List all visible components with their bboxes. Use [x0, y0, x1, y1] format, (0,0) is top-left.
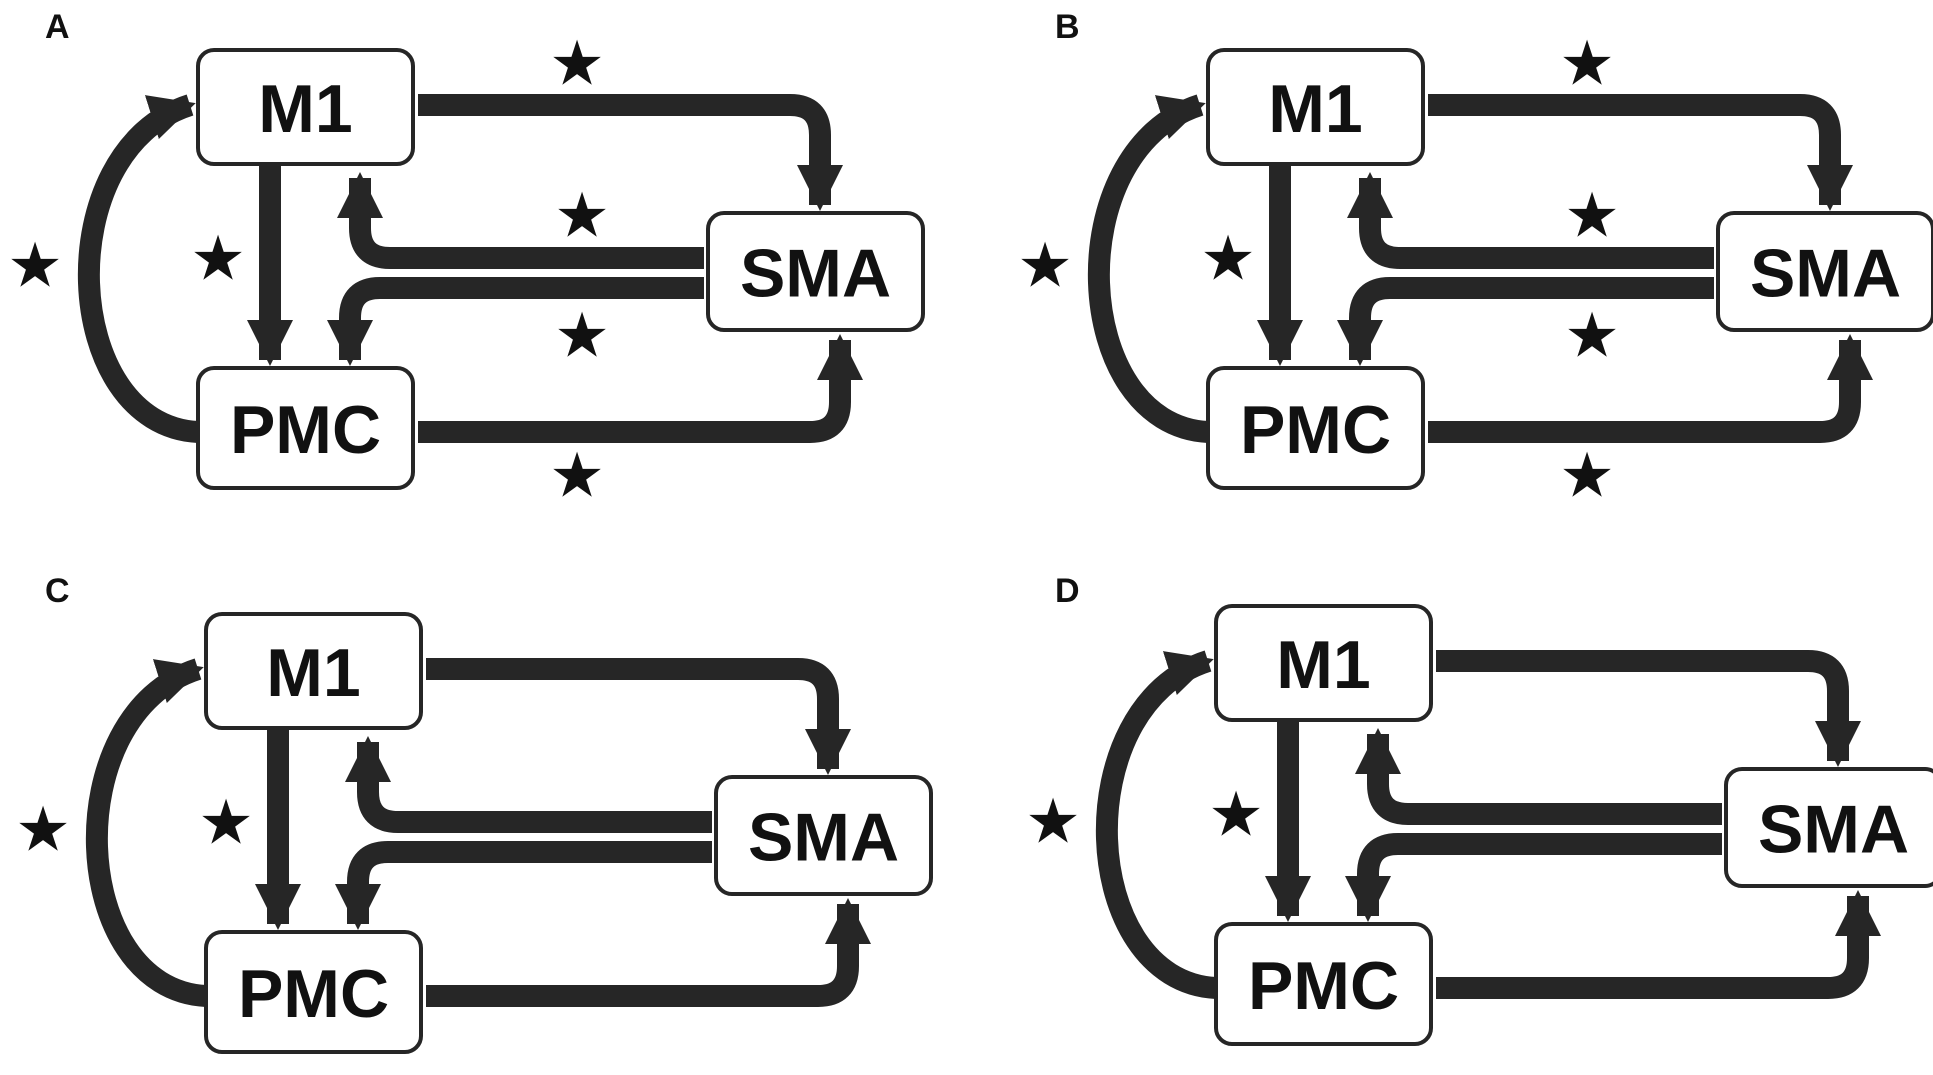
node-sma-label: SMA [748, 800, 899, 876]
arrow-m1-to-sma [426, 658, 851, 775]
significance-star-m1-to-sma: ★ [549, 27, 605, 100]
arrow-sma-to-pmc [327, 277, 704, 366]
significance-star-m1-to-pmc: ★ [1208, 778, 1264, 851]
node-m1: M1 [204, 612, 423, 730]
arrow-sma-to-pmc [335, 841, 712, 930]
significance-star-m1-to-pmc: ★ [198, 786, 254, 859]
node-sma: SMA [714, 775, 933, 896]
node-m1-label: M1 [266, 635, 360, 711]
node-pmc: PMC [1206, 366, 1425, 490]
significance-star-sma-to-m1: ★ [554, 179, 610, 252]
arrow-pmc-to-m1 [1088, 94, 1210, 443]
significance-star-sma-to-m1: ★ [1564, 179, 1620, 252]
arrow-sma-to-pmc [1345, 833, 1722, 922]
node-sma-box [714, 775, 933, 896]
node-pmc: PMC [204, 930, 423, 1054]
node-m1-label: M1 [1276, 627, 1370, 703]
significance-star-sma-to-pmc: ★ [554, 299, 610, 372]
significance-star-pmc-to-m1: ★ [1025, 785, 1081, 858]
arrow-sma-to-m1 [345, 736, 712, 833]
arrow-m1-to-sma [418, 94, 843, 211]
node-sma: SMA [1716, 211, 1933, 332]
node-pmc-label: PMC [230, 392, 381, 468]
node-sma-box [706, 211, 925, 332]
node-m1-box [1214, 604, 1433, 722]
significance-star-m1-to-sma: ★ [1559, 27, 1615, 100]
node-sma-label: SMA [740, 236, 891, 312]
node-sma-label: SMA [1758, 792, 1909, 868]
significance-star-pmc-to-sma: ★ [1559, 439, 1615, 512]
significance-star-m1-to-pmc: ★ [190, 222, 246, 295]
node-m1-box [204, 612, 423, 730]
significance-star-pmc-to-m1: ★ [15, 793, 71, 866]
panel-label: D [1055, 572, 1080, 610]
significance-star-pmc-to-m1: ★ [1017, 229, 1073, 302]
node-pmc-box [196, 366, 415, 490]
node-m1-box [1206, 48, 1425, 166]
node-pmc-box [1206, 366, 1425, 490]
arrow-pmc-to-sma [1436, 890, 1881, 999]
arrow-sma-to-m1 [337, 172, 704, 269]
arrow-pmc-to-sma [418, 334, 863, 443]
node-m1-label: M1 [1268, 71, 1362, 147]
arrow-sma-to-pmc [1337, 277, 1714, 366]
node-pmc-box [204, 930, 423, 1054]
arrow-pmc-to-m1 [1096, 650, 1218, 999]
node-m1: M1 [1214, 604, 1433, 722]
node-sma: SMA [1724, 767, 1933, 888]
significance-star-pmc-to-sma: ★ [549, 439, 605, 512]
node-sma: SMA [706, 211, 925, 332]
node-sma-label: SMA [1750, 236, 1901, 312]
node-pmc: PMC [196, 366, 415, 490]
node-m1: M1 [1206, 48, 1425, 166]
node-pmc-label: PMC [238, 956, 389, 1032]
node-m1-box [196, 48, 415, 166]
panel-label: C [45, 572, 70, 610]
arrow-sma-to-m1 [1347, 172, 1714, 269]
significance-star-sma-to-pmc: ★ [1564, 299, 1620, 372]
node-m1: M1 [196, 48, 415, 166]
significance-star-pmc-to-m1: ★ [7, 229, 63, 302]
node-pmc: PMC [1214, 922, 1433, 1046]
arrow-sma-to-m1 [1355, 728, 1722, 825]
arrow-pmc-to-m1 [78, 94, 200, 443]
node-m1-label: M1 [258, 71, 352, 147]
arrow-m1-to-sma [1428, 94, 1853, 211]
significance-star-m1-to-pmc: ★ [1200, 222, 1256, 295]
node-pmc-box [1214, 922, 1433, 1046]
node-pmc-label: PMC [1240, 392, 1391, 468]
arrow-m1-to-sma [1436, 650, 1861, 767]
arrow-pmc-to-sma [1428, 334, 1873, 443]
node-pmc-label: PMC [1248, 948, 1399, 1024]
panel-label: B [1055, 8, 1080, 46]
arrow-pmc-to-sma [426, 898, 871, 1007]
panel-label: A [45, 8, 70, 46]
node-sma-box [1716, 211, 1933, 332]
node-sma-box [1724, 767, 1933, 888]
arrow-pmc-to-m1 [86, 658, 208, 1007]
